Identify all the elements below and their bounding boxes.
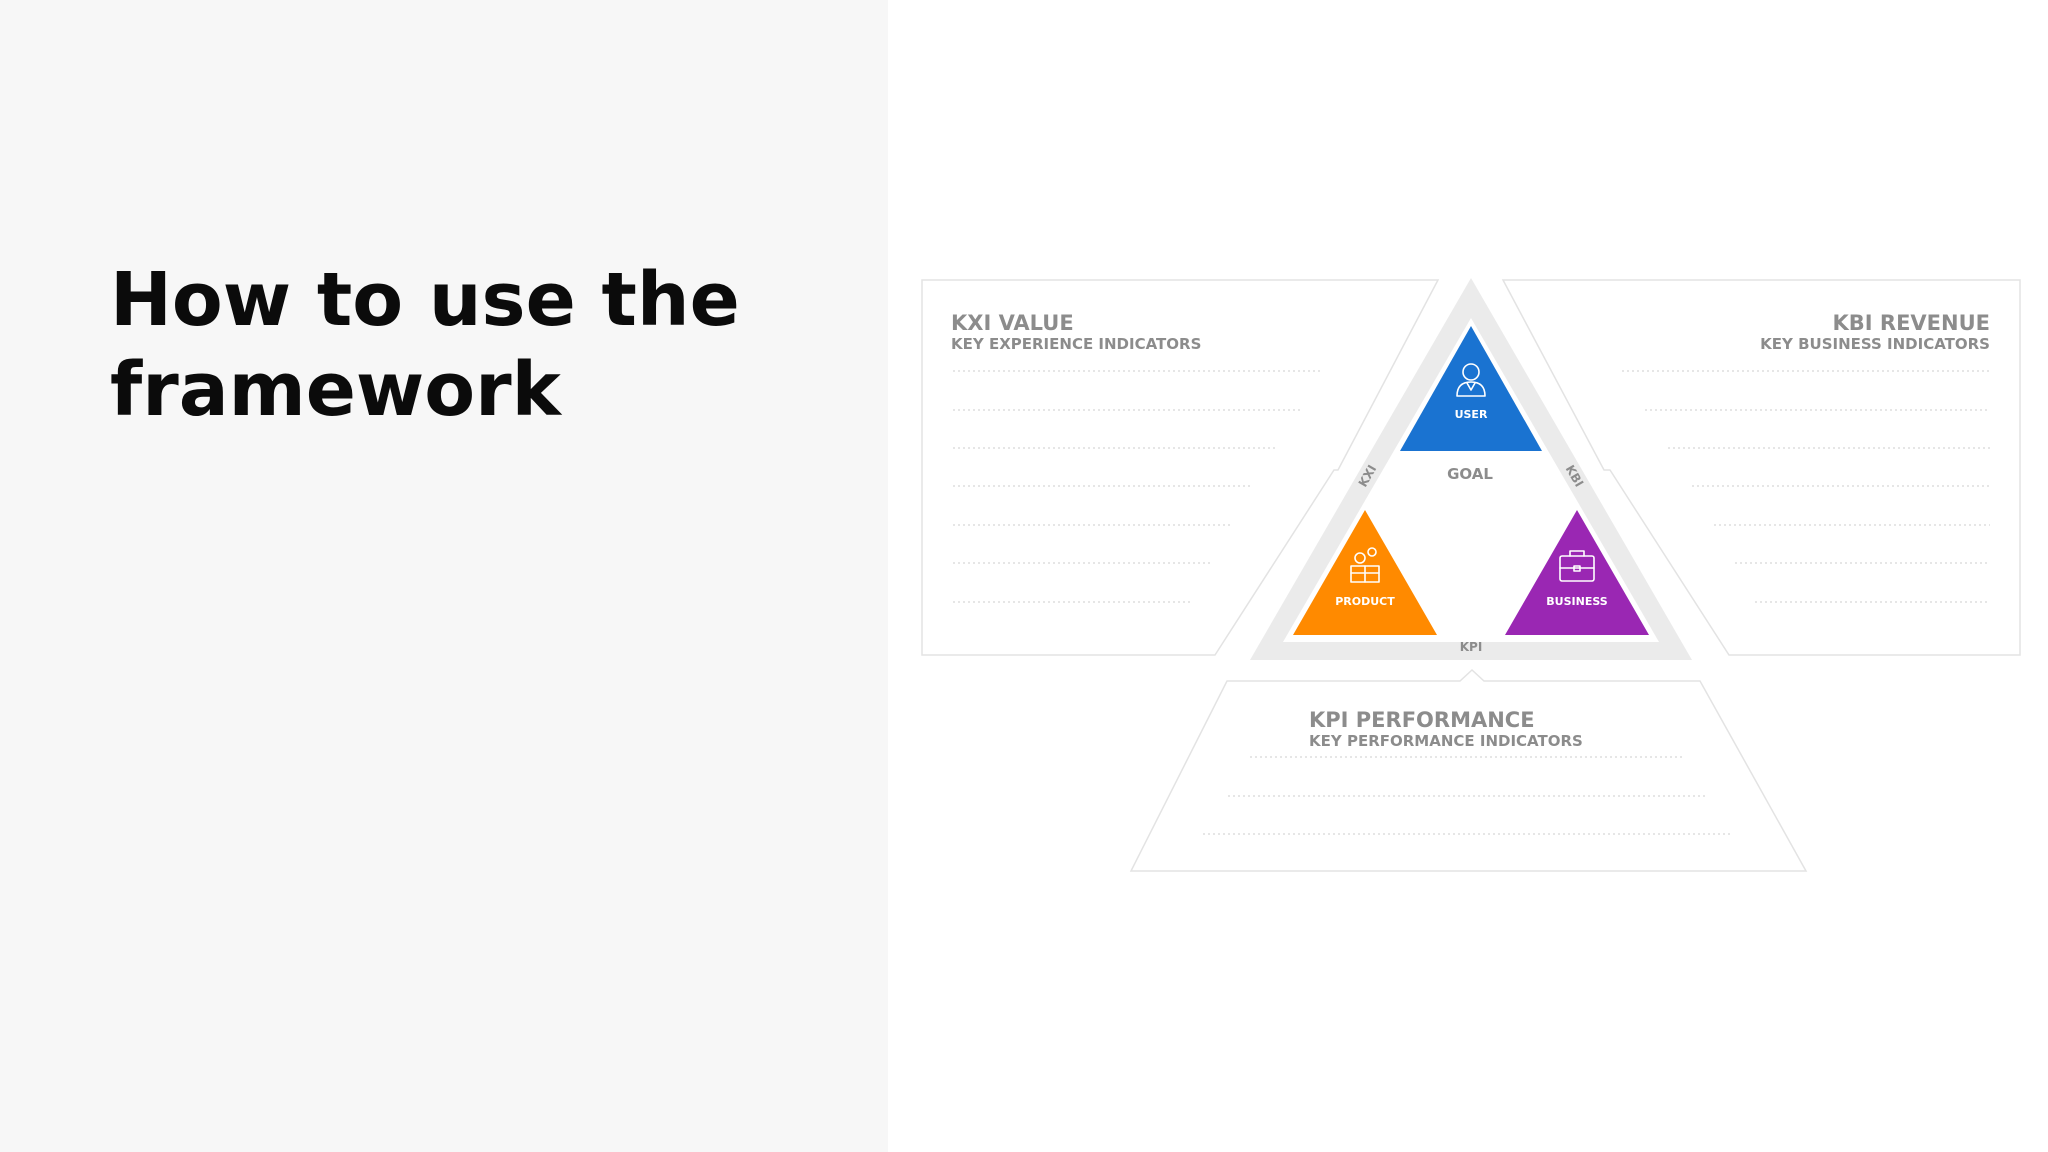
left-panel: How to use the framework <box>0 0 888 1152</box>
kbi-subtitle: KEY BUSINESS INDICATORS <box>1760 335 1990 353</box>
kxi-title: KXI VALUE <box>951 311 1074 335</box>
user-label: USER <box>1455 408 1488 421</box>
product-label: PRODUCT <box>1335 595 1395 608</box>
kpi-edge-label: KPI <box>1460 640 1483 654</box>
kbi-lines <box>1622 370 1990 603</box>
page-title: How to use the framework <box>110 255 740 435</box>
kxi-panel <box>921 279 1440 656</box>
kpi-subtitle: KEY PERFORMANCE INDICATORS <box>1309 732 1583 750</box>
kbi-title: KBI REVENUE <box>1833 311 1991 335</box>
kpi-panel <box>1129 668 1808 872</box>
kpi-lines <box>1203 756 1733 835</box>
product-icon <box>1350 547 1380 583</box>
goal-label: GOAL <box>1447 465 1493 483</box>
title-line-2: framework <box>110 347 561 433</box>
kbi-panel <box>1501 279 2021 656</box>
business-triangle <box>1505 510 1649 635</box>
kxi-lines <box>953 370 1320 603</box>
kxi-subtitle: KEY EXPERIENCE INDICATORS <box>951 335 1201 353</box>
business-label: BUSINESS <box>1546 595 1607 608</box>
title-line-1: How to use the <box>110 257 740 343</box>
user-icon <box>1456 363 1486 397</box>
briefcase-icon <box>1559 550 1595 582</box>
kpi-title: KPI PERFORMANCE <box>1309 708 1535 732</box>
